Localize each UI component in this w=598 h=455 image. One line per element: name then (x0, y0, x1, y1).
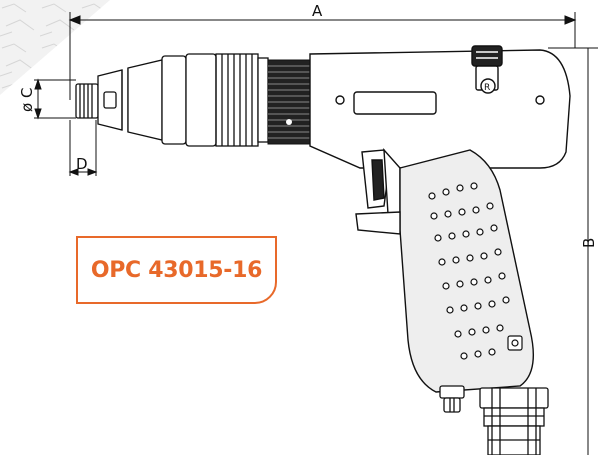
dimension-b (548, 47, 598, 455)
dimension-d (68, 120, 98, 176)
model-code-text: OPC 43015-16 (90, 257, 263, 283)
tool-body (309, 45, 571, 169)
grip-screw-icon (507, 335, 523, 351)
dimension-b-label: B (580, 238, 598, 248)
tool-collar (161, 53, 269, 147)
model-code-label: OPC 43015-16 (76, 236, 277, 304)
r-mark-icon: R (484, 83, 490, 93)
tool-nose (75, 59, 163, 141)
dimension-a-label: A (312, 2, 323, 20)
dimension-a (68, 12, 577, 100)
grip-vents (428, 182, 510, 360)
knurled-ring (267, 59, 311, 145)
dimension-d-label: D (76, 155, 88, 173)
trigger (361, 148, 412, 215)
air-inlet (479, 387, 549, 455)
dimension-c-label: ø C (18, 88, 36, 112)
corner-texture (0, 0, 110, 95)
exhaust-valve (439, 385, 465, 413)
dimension-c (34, 78, 76, 120)
